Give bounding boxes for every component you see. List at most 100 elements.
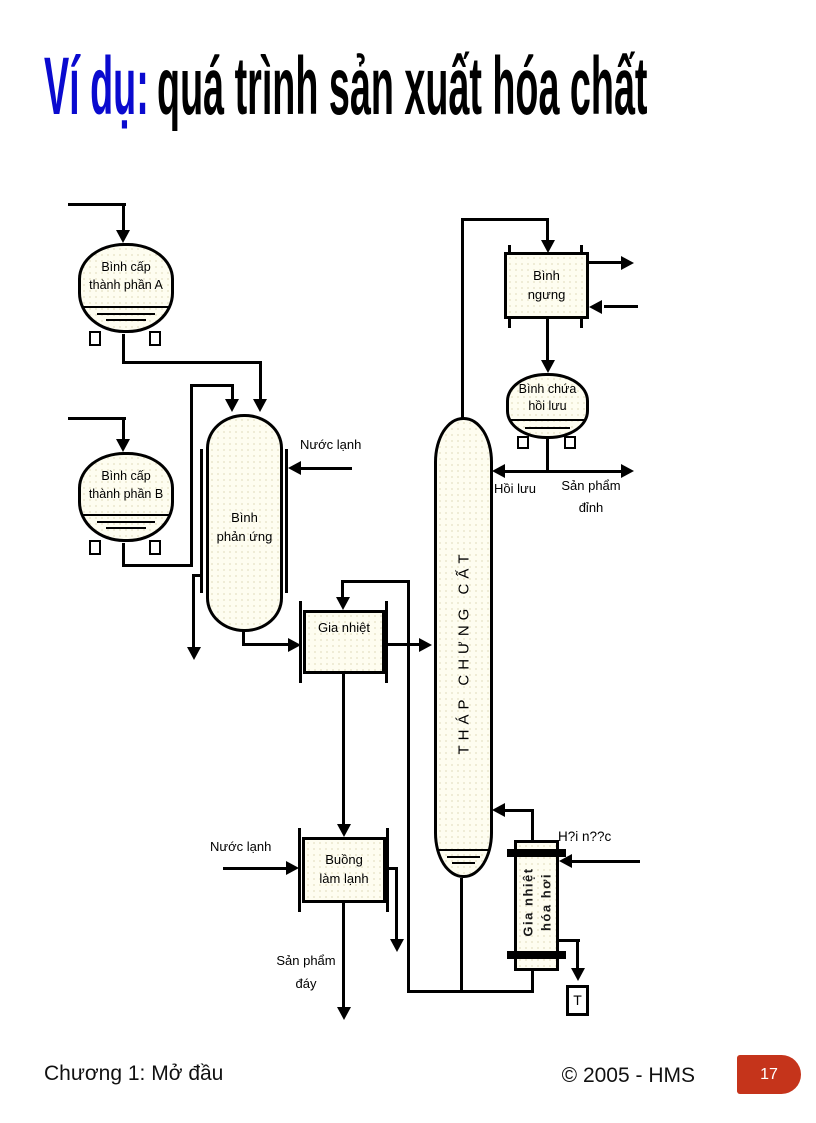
condenser-label-line1: Bình — [533, 267, 560, 283]
pipe-reboiler-bottom — [531, 971, 534, 993]
reactor-jacket-left — [200, 449, 203, 593]
heater-label-text: Gia nhiệt — [317, 619, 371, 635]
pipe-cooler-water-out-v — [395, 867, 398, 941]
reflux-drum-level-line — [525, 427, 570, 429]
pipe-tank-b-out-h — [122, 564, 193, 567]
reboiler-label-line2: hóa hơi — [538, 872, 553, 932]
reflux-drum-label-line1: Bình chứa — [518, 381, 577, 396]
title-accent: Ví dụ: — [44, 41, 149, 132]
arrow-cold-water-into-cooler — [286, 861, 299, 875]
reflux-drum-label: Bình chứa hồi lưu — [506, 378, 589, 418]
column-label: THÁP CHƯNG CẤT — [455, 549, 473, 755]
pipe-tank-a-out-h — [122, 361, 262, 364]
tank-b-vessel — [78, 452, 174, 542]
reactor-vessel — [206, 414, 283, 632]
arrow-into-condenser — [541, 240, 555, 253]
cold-water-cooler-label: Nước lạnh — [210, 839, 272, 854]
reactor-label-line1: Bình — [231, 510, 258, 526]
reactor-label-line2: phản ứng — [216, 529, 273, 544]
arrow-cooler-water-out — [390, 939, 404, 952]
pipe-cold-water-cooler — [223, 867, 287, 870]
condenser-label-line2: ngưng — [527, 286, 566, 302]
steam-trap-box — [566, 985, 589, 1016]
slide-title: Ví dụ:quá trình sản xuất hóa chất — [44, 46, 816, 128]
cooler-end-bar-right — [386, 828, 389, 912]
arrow-into-reflux-drum — [541, 360, 555, 373]
reflux-drum-level-line — [511, 419, 584, 421]
tank-a-vessel — [78, 243, 174, 333]
heater-end-bar-right — [385, 601, 388, 683]
cooler-label-line1: Buồng — [325, 852, 363, 868]
tank-a-leg — [89, 331, 101, 346]
arrow-into-cooler-top — [337, 824, 351, 837]
cooler-label-line2: làm lạnh — [319, 871, 369, 886]
arrow-top-product-out — [621, 464, 634, 478]
condenser-box — [504, 252, 589, 319]
pipe-condensate-v — [576, 939, 579, 970]
page-number-badge: 17 — [737, 1055, 801, 1094]
arrow-condenser-water-out — [621, 256, 634, 270]
pipe-column-overhead-v — [461, 218, 464, 419]
column-level-line — [447, 856, 480, 858]
footer-chapter: Chương 1: Mở đầu — [44, 1062, 224, 1085]
arrow-bottom-product-out — [337, 1007, 351, 1020]
steam-trap-label: T — [566, 985, 589, 1016]
reboiler-label-line1: Gia nhiệt — [520, 867, 536, 937]
pipe-bottoms-riser — [407, 580, 410, 993]
pipe-recycle-top-h — [341, 580, 410, 583]
pipe-tank-a-out-v — [122, 334, 125, 364]
arrow-into-tank-a — [116, 230, 130, 243]
arrow-reflux-into-column — [492, 464, 505, 478]
arrow-feed-into-column — [419, 638, 432, 652]
tank-a-label: Bình cấp thành phần A — [78, 250, 174, 302]
column-level-line — [438, 849, 489, 851]
cooler-box — [302, 837, 386, 903]
pipe-heater-to-cooler — [342, 674, 345, 825]
tank-b-level-line — [83, 514, 169, 516]
pipe-steam-in — [571, 860, 640, 863]
steam-trap-letter: T — [573, 992, 582, 1009]
heater-label: Gia nhiệt — [303, 616, 385, 640]
bottom-product-label-line1: Sản phẩm — [276, 953, 336, 968]
condenser-label: Bình ngưng — [504, 252, 589, 319]
pipe-reboiler-vapor-h — [505, 809, 534, 812]
pipe-column-bottom-out — [460, 878, 463, 993]
arrow-b-into-reactor — [225, 399, 239, 412]
column-vessel — [434, 417, 493, 878]
heater-box — [303, 610, 385, 674]
arrow-steam-into-reboiler — [559, 854, 572, 868]
pipe-bottom-product — [342, 903, 345, 1009]
reboiler-box — [514, 840, 559, 971]
reflux-label: Hồi lưu — [494, 481, 536, 496]
pipe-condenser-water-out — [589, 261, 622, 264]
tank-a-level-line — [97, 313, 155, 315]
title-main: quá trình sản xuất hóa chất — [157, 41, 648, 132]
pipe-drum-out — [546, 439, 549, 473]
top-product-label-line1: Sản phẩm — [561, 478, 621, 493]
cold-water-reactor-label: Nước lạnh — [300, 437, 362, 452]
tank-a-level-line — [106, 319, 146, 321]
pipe-tank-a-to-reactor — [259, 361, 262, 401]
arrow-condenser-water-in — [589, 300, 602, 314]
pipe-tank-b-riser — [190, 384, 193, 567]
reboiler-label: Gia nhiệt hóa hơi — [519, 867, 554, 936]
pipe-recycle-into-heater — [341, 580, 344, 599]
tank-a-leg — [149, 331, 161, 346]
pipe-column-overhead-h — [461, 218, 549, 221]
arrow-into-heater-top — [336, 597, 350, 610]
pipe-feed-b-h — [68, 417, 126, 420]
tank-a-label-line2: thành phần A — [89, 278, 163, 292]
arrow-a-into-reactor — [253, 399, 267, 412]
pipe-tank-b-out-v — [122, 543, 125, 567]
arrow-into-heater — [288, 638, 301, 652]
pipe-feed-b-v — [122, 417, 125, 441]
pipe-reactor-out-h — [242, 643, 288, 646]
pipe-reactor-out-v — [242, 630, 245, 646]
pipe-bottoms-header — [407, 990, 534, 993]
tank-b-label-line2: thành phần B — [88, 487, 164, 501]
pipe-heater-to-column — [385, 643, 420, 646]
pipe-condenser-water-in — [604, 305, 638, 308]
reactor-jacket-right — [285, 449, 288, 593]
arrow-into-steam-trap — [571, 968, 585, 981]
tank-b-label-line1: Bình cấp — [101, 468, 151, 483]
